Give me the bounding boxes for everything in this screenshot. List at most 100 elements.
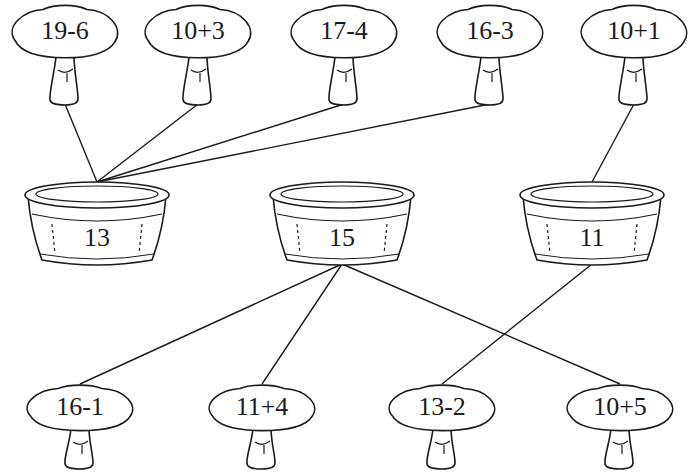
expression-label: 19-6 xyxy=(41,18,89,44)
basket-band xyxy=(32,214,162,221)
mushroom-cap xyxy=(209,385,315,430)
expression-label: 17-4 xyxy=(320,18,368,44)
mushroom-cap xyxy=(581,5,687,57)
basket: 13 xyxy=(22,180,172,268)
expression-label: 10+5 xyxy=(593,394,647,420)
text-area: 11 xyxy=(517,214,667,262)
basket-number: 11 xyxy=(579,225,604,251)
basket-opening xyxy=(281,186,403,202)
basket-band xyxy=(277,214,407,221)
stem-ring xyxy=(613,441,628,444)
basket-weave xyxy=(52,224,55,254)
mushroom: 19-6 xyxy=(7,2,123,106)
mushroom-cap xyxy=(145,5,251,57)
stem-ring xyxy=(627,69,642,72)
stem-ring xyxy=(435,441,450,444)
mushroom-cap xyxy=(291,5,397,57)
basket-outline xyxy=(517,180,667,268)
mushroom-cap xyxy=(567,385,673,430)
basket-weave xyxy=(384,224,387,254)
expression-label: 11+4 xyxy=(236,394,289,420)
mushroom-stem xyxy=(605,428,633,469)
stem-ring xyxy=(255,441,270,444)
mushroom: 16-3 xyxy=(432,2,548,106)
expression-label: 10+1 xyxy=(607,18,661,44)
stem-mark xyxy=(443,445,444,454)
connector-line xyxy=(342,264,620,384)
basket-opening xyxy=(531,186,653,202)
mushroom-cap xyxy=(437,5,543,57)
expression-label: 16-1 xyxy=(56,394,104,420)
connector-line xyxy=(592,104,634,182)
text-area: 11+4 xyxy=(204,382,320,432)
stem-mark xyxy=(199,73,200,82)
stem-ring xyxy=(73,441,88,444)
basket: 15 xyxy=(267,180,417,268)
basket-rim xyxy=(25,182,169,208)
stem-ring xyxy=(58,69,73,72)
text-area: 10+5 xyxy=(562,382,678,432)
connector-line xyxy=(262,264,342,384)
mushroom-stem xyxy=(329,56,357,105)
basket-weave xyxy=(634,224,637,254)
mushroom: 16-1 xyxy=(22,382,138,470)
stem-ring xyxy=(483,69,498,72)
stem-ring xyxy=(337,69,352,72)
mushroom: 10+3 xyxy=(140,2,256,106)
basket-outline xyxy=(22,180,172,268)
text-area: 16-3 xyxy=(432,2,548,59)
mushroom-stem xyxy=(50,56,78,105)
mushroom-stem xyxy=(247,428,275,469)
mushroom-cap xyxy=(12,5,118,57)
stem-ring xyxy=(191,69,206,72)
basket-weave xyxy=(139,224,142,254)
text-area: 10+3 xyxy=(140,2,256,59)
connector-line xyxy=(97,104,490,182)
basket-number: 13 xyxy=(84,225,110,251)
basket-weave xyxy=(547,224,550,254)
mushroom-stem xyxy=(65,428,93,469)
basket-band xyxy=(535,254,649,259)
basket-rim xyxy=(270,182,414,208)
connector-line xyxy=(97,104,198,182)
stem-mark xyxy=(81,445,82,454)
basket: 11 xyxy=(517,180,667,268)
connector-line xyxy=(80,264,342,384)
text-area: 15 xyxy=(267,214,417,262)
mushroom: 10+5 xyxy=(562,382,678,470)
expression-label: 16-3 xyxy=(466,18,514,44)
expression-label: 10+3 xyxy=(171,18,225,44)
mushroom: 13-2 xyxy=(384,382,500,470)
connector-line xyxy=(97,104,344,182)
mushroom-cap xyxy=(389,385,495,430)
text-area: 13 xyxy=(22,214,172,262)
basket-opening xyxy=(36,186,158,202)
stem-mark xyxy=(263,445,264,454)
text-area: 13-2 xyxy=(384,382,500,432)
basket-band xyxy=(527,214,657,221)
stem-mark xyxy=(635,73,636,82)
mushroom-stem xyxy=(183,56,211,105)
mushroom-stem xyxy=(427,428,455,469)
mushroom-cap xyxy=(27,385,133,430)
basket-number: 15 xyxy=(329,225,355,251)
mushroom-stem xyxy=(475,56,503,105)
stem-mark xyxy=(66,73,67,82)
text-area: 10+1 xyxy=(576,2,688,59)
basket-band xyxy=(40,254,154,259)
stem-mark xyxy=(345,73,346,82)
text-area: 19-6 xyxy=(7,2,123,59)
expression-label: 13-2 xyxy=(418,394,466,420)
mushroom: 11+4 xyxy=(204,382,320,470)
text-area: 17-4 xyxy=(286,2,402,59)
mushroom: 10+1 xyxy=(576,2,688,106)
mushroom-stem xyxy=(619,56,647,105)
connector-line xyxy=(442,264,592,384)
basket-rim xyxy=(520,182,664,208)
connector-line xyxy=(65,104,97,182)
mushroom: 17-4 xyxy=(286,2,402,106)
basket-weave xyxy=(297,224,300,254)
basket-band xyxy=(285,254,399,259)
text-area: 16-1 xyxy=(22,382,138,432)
stem-mark xyxy=(491,73,492,82)
